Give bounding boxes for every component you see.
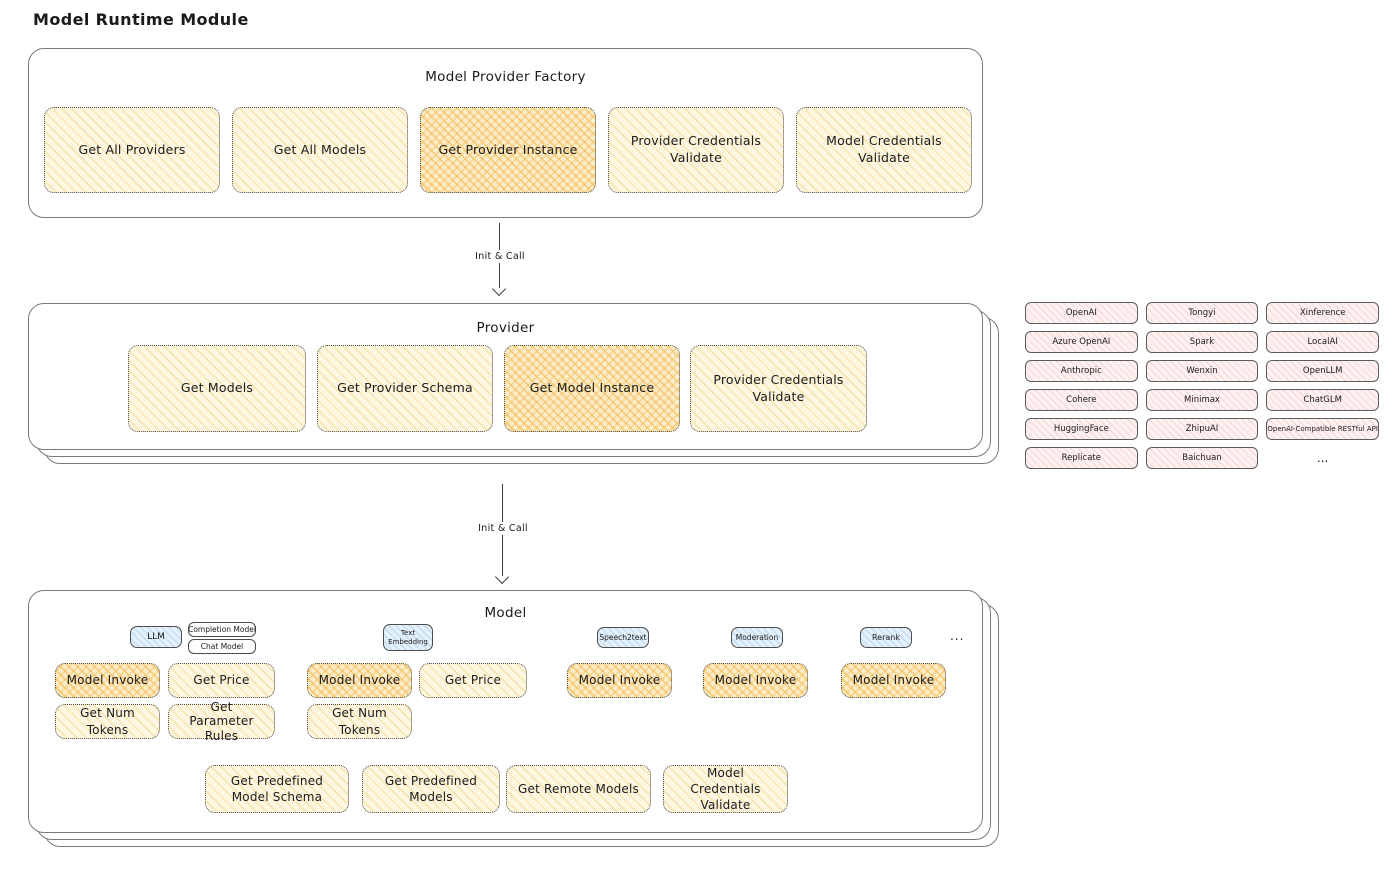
factory-method-get-all-models: Get All Models [232, 107, 408, 193]
model-method-moderation-model-invoke: Model Invoke [703, 663, 808, 698]
provider-method-provider-credentials-validate: Provider Credentials Validate [690, 345, 867, 432]
provider-item-zhipuai: ZhipuAI [1145, 418, 1259, 440]
tab-chat-model: Chat Model [188, 639, 256, 654]
provider-title: Provider [476, 320, 535, 336]
model-method-llm-get-price: Get Price [168, 663, 275, 698]
factory-method-provider-credentials-validate: Provider Credentials Validate [608, 107, 784, 193]
provider-method-get-model-instance: Get Model Instance [504, 345, 680, 432]
tab-speech2text: Speech2text [597, 627, 649, 648]
factory-method-get-provider-instance: Get Provider Instance [420, 107, 596, 193]
provider-item-wenxin: Wenxin [1145, 360, 1259, 382]
provider-list-ellipsis: ... [1316, 451, 1329, 465]
model-title: Model [484, 605, 527, 621]
factory-method-model-credentials-validate: Model Credentials Validate [796, 107, 972, 193]
provider-item-cohere: Cohere [1025, 389, 1138, 411]
model-method-llm-model-invoke: Model Invoke [55, 663, 160, 698]
provider-item-baichuan: Baichuan [1145, 447, 1259, 469]
model-method-speech2text-model-invoke: Model Invoke [567, 663, 672, 698]
provider-item-huggingface: HuggingFace [1025, 418, 1138, 440]
provider-item-openai-compatible-restful-api: OpenAI-Compatible RESTful API [1266, 418, 1379, 440]
provider-item-chatglm: ChatGLM [1266, 389, 1379, 411]
tab-completion-model: Completion Model [188, 622, 256, 637]
tab-moderation: Moderation [731, 627, 783, 648]
provider-item-openllm: OpenLLM [1266, 360, 1379, 382]
provider-item-replicate: Replicate [1025, 447, 1138, 469]
provider-item-tongyi: Tongyi [1145, 302, 1259, 324]
provider-item-openai: OpenAI [1025, 302, 1138, 324]
provider-item-azure-openai: Azure OpenAI [1025, 331, 1138, 353]
model-method-rerank-model-invoke: Model Invoke [841, 663, 946, 698]
provider-method-get-models: Get Models [128, 345, 306, 432]
tab-llm: LLM [130, 626, 182, 648]
provider-item-spark: Spark [1145, 331, 1259, 353]
provider-method-get-provider-schema: Get Provider Schema [317, 345, 493, 432]
tab-text-embedding: Text Embedding [383, 624, 433, 651]
model-method-get-predefined-model-schema: Get Predefined Model Schema [205, 765, 349, 813]
arrow-head-icon [494, 569, 510, 585]
model-method-get-predefined-models: Get Predefined Models [362, 765, 500, 813]
model-method-embedding-get-price: Get Price [419, 663, 527, 698]
tab-rerank: Rerank [860, 627, 912, 648]
model-method-llm-get-num-tokens: Get Num Tokens [55, 704, 160, 739]
provider-item-localai: LocalAI [1266, 331, 1379, 353]
arrow-label-init-call-1: Init & Call [470, 250, 530, 263]
factory-method-get-all-providers: Get All Providers [44, 107, 220, 193]
factory-title: Model Provider Factory [425, 69, 586, 85]
provider-list: OpenAI Tongyi Xinference Azure OpenAI Sp… [1025, 302, 1379, 469]
arrow-head-icon [491, 281, 507, 297]
model-method-llm-get-parameter-rules: Get Parameter Rules [168, 700, 275, 743]
page-title: Model Runtime Module [33, 10, 249, 29]
provider-item-xinference: Xinference [1266, 302, 1379, 324]
model-tabs-ellipsis: ... [950, 629, 965, 643]
model-method-model-credentials-validate: Model Credentials Validate [663, 765, 788, 813]
model-method-embedding-get-num-tokens: Get Num Tokens [307, 704, 412, 739]
model-method-embedding-model-invoke: Model Invoke [307, 663, 412, 698]
provider-item-minimax: Minimax [1145, 389, 1259, 411]
arrow-label-init-call-2: Init & Call [473, 522, 533, 535]
provider-item-anthropic: Anthropic [1025, 360, 1138, 382]
model-method-get-remote-models: Get Remote Models [506, 765, 651, 813]
